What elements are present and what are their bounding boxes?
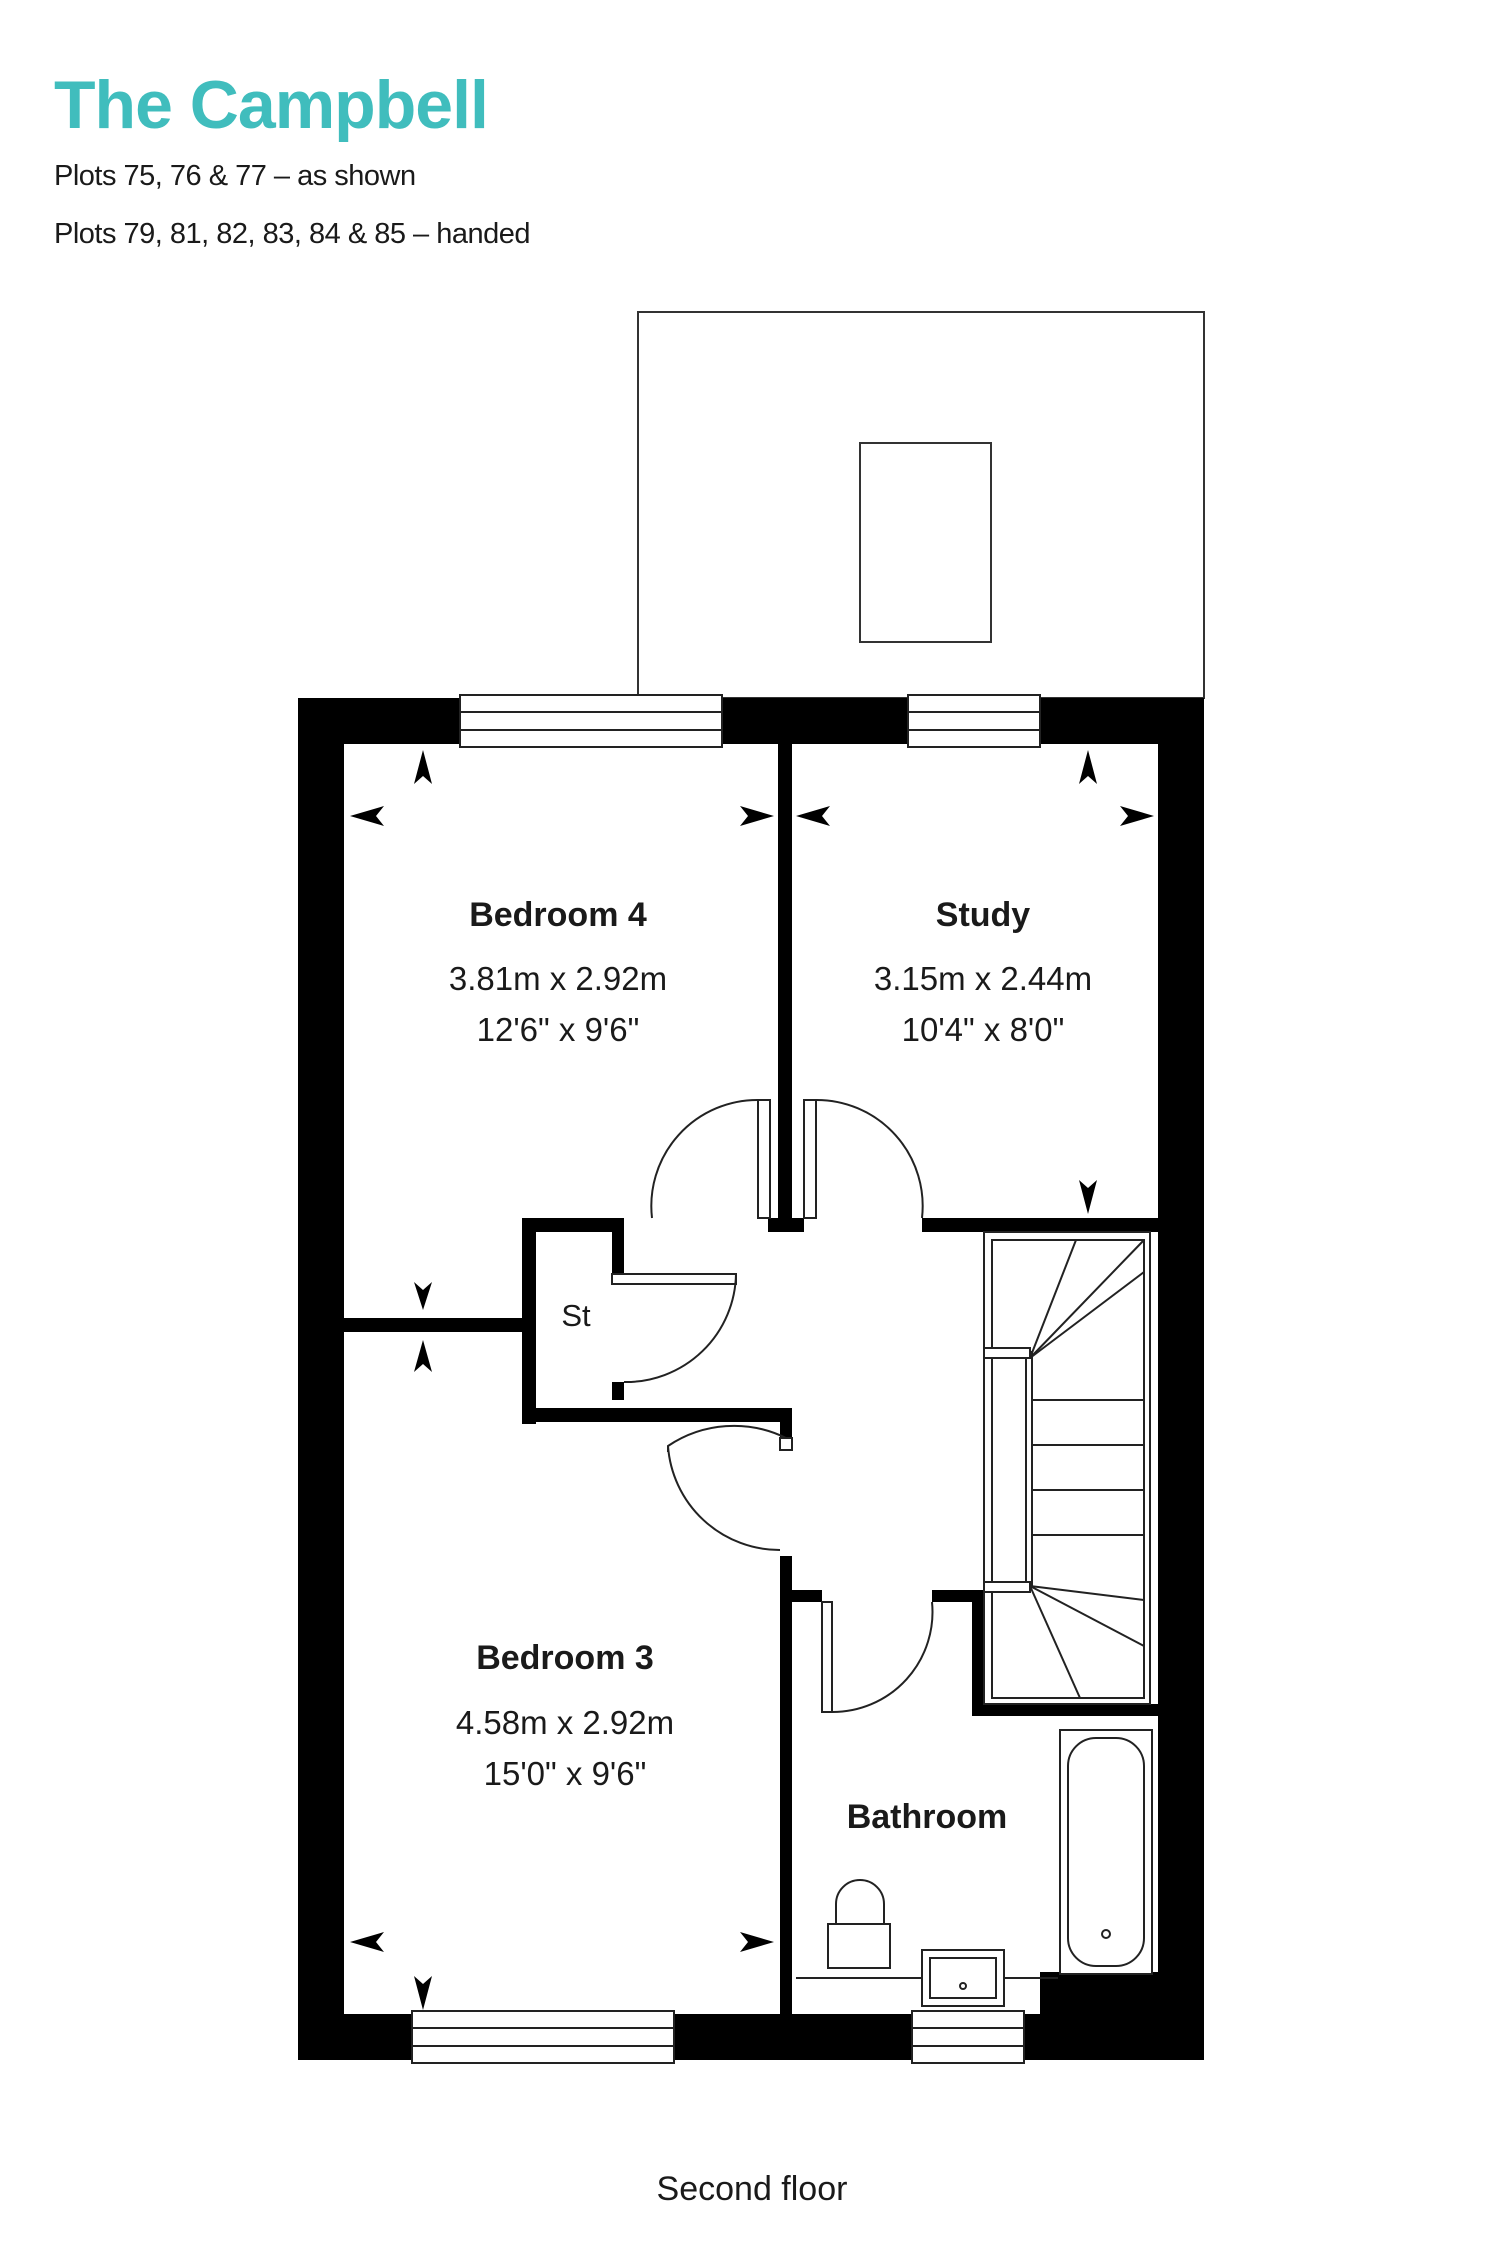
roof-terrace bbox=[637, 311, 1205, 699]
door-study bbox=[803, 1098, 924, 1219]
room-name-bedroom4: Bedroom 4 bbox=[469, 896, 647, 934]
arrow-bed3-top bbox=[414, 1340, 432, 1372]
arrow-study-top bbox=[1079, 750, 1097, 784]
window-study bbox=[907, 694, 1041, 748]
arrow-bed4-top bbox=[414, 750, 432, 784]
bath bbox=[1059, 1729, 1153, 1975]
room-imperial-bedroom4: 12'6" x 9'6" bbox=[477, 1011, 640, 1048]
arrow-study-bottom bbox=[1079, 1180, 1097, 1214]
arrow-bed4-right bbox=[740, 806, 774, 826]
plots-as-shown: Plots 75, 76 & 77 – as shown bbox=[54, 160, 416, 192]
room-imperial-study: 10'4" x 8'0" bbox=[902, 1011, 1065, 1048]
skylight bbox=[859, 442, 992, 643]
door-bedroom3 bbox=[667, 1424, 793, 1552]
room-name-bathroom: Bathroom bbox=[847, 1798, 1008, 1836]
staircase bbox=[983, 1231, 1151, 1705]
arrow-study-left bbox=[796, 806, 830, 826]
window-bathroom bbox=[911, 2010, 1025, 2064]
dimension-arrows bbox=[350, 750, 1154, 2010]
plots-handed: Plots 79, 81, 82, 83, 84 & 85 – handed bbox=[54, 218, 531, 250]
room-bathroom: Bathroom bbox=[847, 1798, 1008, 1836]
door-bathroom bbox=[821, 1601, 934, 1714]
room-metric-bedroom3: 4.58m x 2.92m bbox=[456, 1704, 674, 1741]
arrow-bed4-bottom bbox=[414, 1282, 432, 1310]
doors bbox=[611, 1098, 934, 1714]
window-bedroom3 bbox=[411, 2010, 675, 2064]
arrow-bed3-left bbox=[350, 1932, 384, 1952]
basin bbox=[921, 1949, 1005, 2007]
arrow-bed4-left bbox=[350, 806, 384, 826]
door-bedroom4 bbox=[650, 1098, 771, 1219]
arrow-bed3-bottom bbox=[414, 1976, 432, 2010]
door-store bbox=[611, 1273, 737, 1384]
room-name-study: Study bbox=[936, 896, 1031, 934]
room-metric-study: 3.15m x 2.44m bbox=[874, 960, 1092, 997]
room-bedroom4: Bedroom 4 3.81m x 2.92m 12'6" x 9'6" bbox=[449, 896, 667, 1048]
window-bedroom4 bbox=[459, 694, 723, 748]
outer-walls bbox=[298, 698, 1204, 2060]
arrow-study-right bbox=[1120, 806, 1154, 826]
room-name-bedroom3: Bedroom 3 bbox=[476, 1639, 654, 1677]
plan-title: The Campbell bbox=[54, 67, 489, 143]
room-imperial-bedroom3: 15'0" x 9'6" bbox=[484, 1755, 647, 1792]
floor-label: Second floor bbox=[657, 2170, 848, 2208]
internal-walls bbox=[344, 744, 1158, 2014]
room-study: Study 3.15m x 2.44m 10'4" x 8'0" bbox=[874, 896, 1092, 1048]
room-metric-bedroom4: 3.81m x 2.92m bbox=[449, 960, 667, 997]
room-bedroom3: Bedroom 3 4.58m x 2.92m 15'0" x 9'6" bbox=[456, 1639, 674, 1792]
room-name-store: St bbox=[561, 1298, 591, 1333]
windows bbox=[411, 694, 1041, 2064]
arrow-bed3-right bbox=[740, 1932, 774, 1952]
